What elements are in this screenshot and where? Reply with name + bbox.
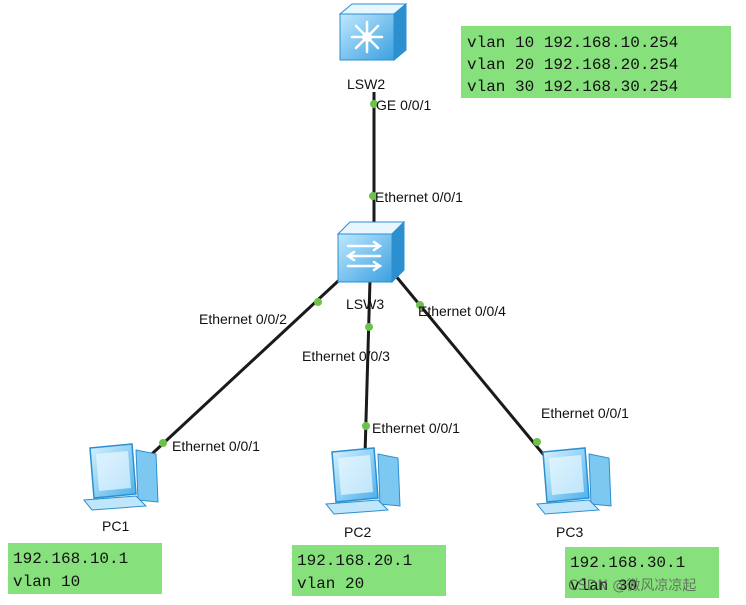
- pc2-note-box: [292, 545, 446, 596]
- pc-icon[interactable]: [83, 443, 159, 511]
- device-label-pc1: PC1: [102, 518, 129, 534]
- watermark: CSDN @微风凉凉起: [568, 578, 696, 594]
- port-label: Ethernet 0/0/2: [199, 311, 287, 327]
- gateway-note-box: [461, 26, 731, 98]
- port-dot: [369, 192, 377, 200]
- port-dot: [365, 323, 373, 331]
- device-label-lsw3: LSW3: [346, 296, 384, 312]
- gateway-note: vlan 10 192.168.10.254 vlan 20 192.168.2…: [461, 26, 731, 98]
- pc3-ip: 192.168.30.1: [570, 554, 685, 572]
- pc-icon[interactable]: [325, 447, 401, 515]
- pc2-ip: 192.168.20.1: [297, 552, 412, 570]
- gateway-note-line: vlan 30 192.168.30.254: [467, 78, 678, 96]
- device-label-pc3: PC3: [556, 524, 583, 540]
- pc1-vlan: vlan 10: [13, 573, 80, 591]
- port-dots: [159, 100, 541, 447]
- gateway-note-line: vlan 20 192.168.20.254: [467, 56, 678, 74]
- port-dot: [533, 438, 541, 446]
- device-label-lsw2: LSW2: [347, 76, 385, 92]
- pc1-note-box: [8, 543, 162, 594]
- port-label: Ethernet 0/0/4: [418, 303, 506, 319]
- pc1-ip: 192.168.10.1: [13, 550, 128, 568]
- device-label-pc2: PC2: [344, 524, 371, 540]
- port-dot: [314, 298, 322, 306]
- pc3-vlan: vlan 30: [570, 577, 637, 595]
- port-dot: [370, 100, 378, 108]
- l2-switch-icon[interactable]: [336, 220, 406, 284]
- pc-icon[interactable]: [536, 447, 612, 515]
- pc2-vlan: vlan 20: [297, 575, 364, 593]
- port-label: Ethernet 0/0/1: [372, 420, 460, 436]
- l3-switch-icon[interactable]: [338, 2, 408, 62]
- port-dot: [416, 301, 424, 309]
- port-label: Ethernet 0/0/1: [375, 189, 463, 205]
- port-dot: [362, 422, 370, 430]
- pc3-note: 192.168.30.1 vlan 30: [565, 547, 719, 598]
- port-label: Ethernet 0/0/3: [302, 348, 390, 364]
- pc1-note: 192.168.10.1 vlan 10: [8, 543, 162, 594]
- port-label: GE 0/0/1: [376, 97, 431, 113]
- port-label: Ethernet 0/0/1: [172, 438, 260, 454]
- pc3-note-box: [565, 547, 719, 598]
- pc2-note: 192.168.20.1 vlan 20: [292, 545, 446, 596]
- port-label: Ethernet 0/0/1: [541, 405, 629, 421]
- port-dot: [159, 439, 167, 447]
- gateway-note-line: vlan 10 192.168.10.254: [467, 34, 678, 52]
